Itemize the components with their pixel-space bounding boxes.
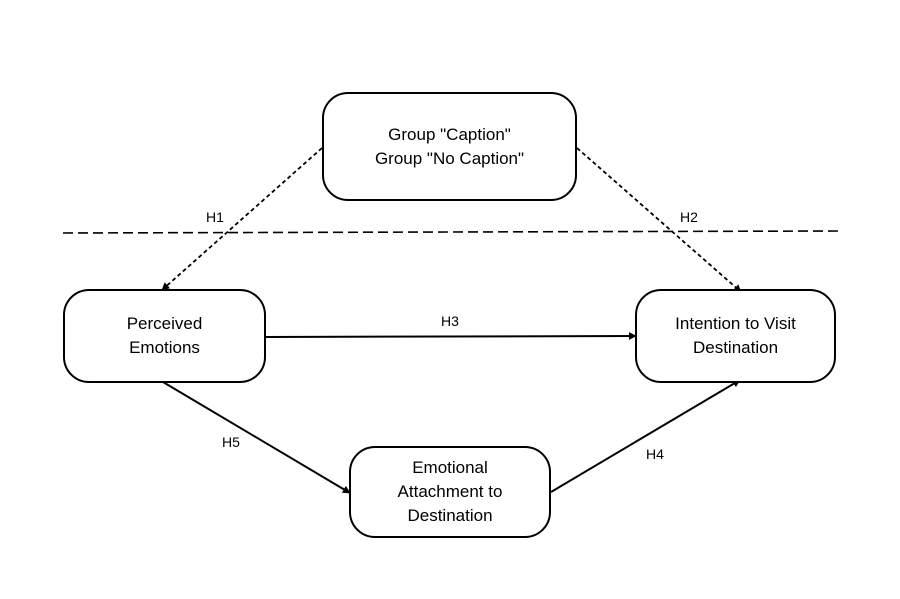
node-attachment-line-2: Attachment to <box>397 482 503 501</box>
separator-line <box>62 230 839 234</box>
edge-label-h2: H2 <box>680 209 698 225</box>
edge-label-h1: H1 <box>206 209 224 225</box>
node-attachment-line-3: Destination <box>407 506 493 525</box>
node-perceived-line-1: Perceived <box>126 314 203 333</box>
edge-h2-arrow <box>576 147 742 293</box>
node-intention-line-1: Intention to Visit <box>675 314 796 333</box>
node-intention-line-2: Destination <box>692 338 779 357</box>
node-group-line-2: Group "No Caption" <box>374 148 525 168</box>
edge-h3-arrow <box>264 332 637 341</box>
node-perceived-line-2: Emotions <box>129 338 200 357</box>
node-emotional-attachment: Emotional Attachment to Destination <box>349 446 551 538</box>
node-group: Group "Caption" Group "No Caption" <box>322 92 577 201</box>
edge-h4-arrow <box>550 379 741 493</box>
node-group-line-1: Group "Caption" <box>388 124 511 144</box>
edge-label-h3: H3 <box>441 313 459 329</box>
edge-label-h5: H5 <box>222 434 240 450</box>
node-intention-to-visit: Intention to Visit Destination <box>635 289 836 383</box>
node-perceived-emotions: Perceived Emotions <box>63 289 266 383</box>
edge-label-h4: H4 <box>646 446 664 462</box>
edge-h5-arrow <box>162 381 351 494</box>
edge-h1-arrow <box>161 147 323 291</box>
node-attachment-line-1: Emotional <box>412 458 488 477</box>
